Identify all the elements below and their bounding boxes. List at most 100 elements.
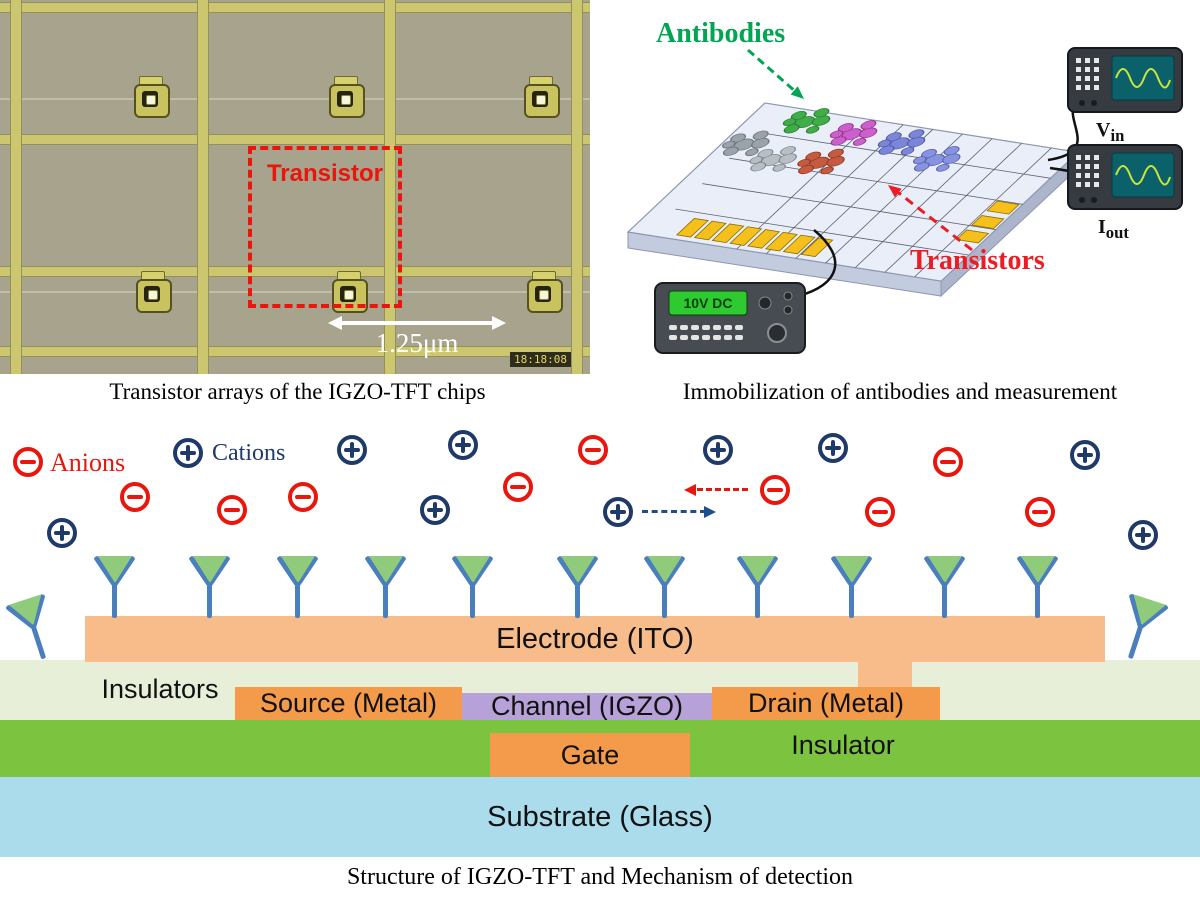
layer-channel: Channel (IGZO) — [462, 691, 712, 721]
electrode-label: Electrode (ITO) — [496, 622, 694, 655]
scale-bar — [328, 316, 506, 330]
vin-base: V — [1096, 119, 1111, 141]
antibody-icon — [356, 555, 416, 620]
antibodies-label: Antibodies — [656, 18, 786, 49]
cations-label: Cations — [212, 440, 286, 466]
antibody-cluster-red — [797, 148, 845, 175]
cation-icon — [603, 497, 633, 527]
cation-icon — [448, 430, 478, 460]
supply-display: 10V DC — [683, 295, 732, 311]
supply-buttons — [669, 325, 743, 340]
antibody-cluster-green — [782, 108, 831, 134]
iout-base: I — [1098, 216, 1106, 238]
antibody-icon — [443, 555, 503, 620]
antibody-icon — [0, 590, 73, 669]
layer-drain: Drain (Metal) — [712, 687, 940, 720]
micrograph-thin-line — [0, 98, 590, 100]
anion-icon — [503, 472, 533, 502]
cation-icon — [703, 435, 733, 465]
cation-icon — [337, 435, 367, 465]
antibody-icon — [85, 555, 145, 620]
instrument-iout — [1067, 144, 1183, 210]
sine-wave-icon — [1115, 165, 1171, 186]
vin-sub: in — [1110, 126, 1125, 145]
electrode-pads — [675, 200, 1020, 257]
antibody-icon — [915, 555, 975, 620]
antibody-icon — [728, 555, 788, 620]
micrograph-thin-line — [0, 291, 590, 293]
anion-drift-arrow — [684, 484, 756, 496]
micrograph-grid-line — [0, 346, 590, 357]
cation-icon — [818, 433, 848, 463]
transistor-device — [327, 76, 365, 118]
antibody-cluster-magenta — [829, 120, 878, 146]
arrowhead-left-icon — [328, 316, 342, 330]
transistor-highlight-box: Transistor — [248, 146, 402, 308]
micrograph-grid-line — [571, 0, 583, 374]
antibody-cluster-gray — [722, 130, 770, 157]
anion-icon — [865, 497, 895, 527]
iout-sub: out — [1105, 223, 1129, 242]
transistor-device — [330, 271, 368, 313]
scale-label: 1.25μm — [375, 328, 459, 358]
biosensor-schematic: 10V DC — [626, 47, 1183, 354]
transistor-device — [132, 76, 170, 118]
anion-icon — [288, 482, 318, 512]
transistor-device — [522, 76, 560, 118]
antibody-icon — [635, 555, 695, 620]
antibody-icon — [548, 555, 608, 620]
instrument-vin — [1067, 47, 1183, 113]
cation-drift-arrow — [640, 506, 716, 518]
iout-label: Iout — [1098, 216, 1129, 243]
gate-label: Gate — [560, 739, 620, 770]
layer-source: Source (Metal) — [235, 687, 462, 720]
transistor-device — [525, 271, 563, 313]
micrograph-grid-line — [0, 266, 590, 277]
transistors-label: Transistors — [910, 245, 1045, 276]
micrograph-grid-line — [0, 134, 590, 145]
micrograph-panel: Transistor 1.25μm 18:18:08 — [0, 0, 590, 374]
antibody-cluster-silver — [749, 146, 797, 172]
cation-icon — [47, 518, 77, 548]
anion-icon — [120, 482, 150, 512]
cation-icon — [420, 495, 450, 525]
cation-icon — [1070, 440, 1100, 470]
micrograph-caption: Transistor arrays of the IGZO-TFT chips — [109, 379, 486, 404]
chip-top — [626, 102, 1080, 282]
power-supply: 10V DC — [654, 282, 806, 354]
antibody-icon — [1102, 590, 1179, 669]
vin-label: Vin — [1096, 119, 1124, 146]
micrograph-grid-line — [0, 2, 590, 13]
antibody-clusters — [722, 108, 961, 175]
micrograph-grid-line — [10, 0, 22, 374]
drain-label: Drain (Metal) — [747, 688, 905, 718]
channel-label: Channel (IGZO) — [490, 691, 684, 721]
structure-caption: Structure of IGZO-TFT and Mechanism of d… — [346, 864, 854, 890]
antibody-icon — [268, 555, 328, 620]
layer-gate: Gate — [490, 733, 690, 777]
anion-icon — [760, 475, 790, 505]
layer-electrode: Electrode (ITO) — [85, 616, 1105, 662]
sine-wave-icon — [1115, 68, 1171, 89]
transistor-box-label: Transistor — [266, 160, 384, 187]
layer-substrate: Substrate (Glass) — [0, 777, 1200, 857]
transistor-device — [134, 271, 172, 313]
instrument-keypad — [1076, 155, 1099, 187]
antibodies-arrow — [747, 48, 797, 94]
substrate-label: Substrate (Glass) — [487, 800, 713, 833]
anion-icon — [933, 447, 963, 477]
antibody-icon — [180, 555, 240, 620]
anion-icon — [217, 495, 247, 525]
micrograph-grid-line — [384, 0, 396, 374]
cation-icon — [173, 438, 203, 468]
anion-icon — [578, 435, 608, 465]
anion-icon — [1025, 497, 1055, 527]
micrograph-grid-line — [197, 0, 209, 374]
anions-label: Anions — [50, 448, 126, 477]
antibody-icon — [822, 555, 882, 620]
instrument-keypad — [1076, 58, 1099, 90]
anion-icon — [13, 447, 43, 477]
supply-wire — [797, 229, 837, 298]
arrowhead-right-icon — [492, 316, 506, 330]
cation-icon — [1128, 520, 1158, 550]
